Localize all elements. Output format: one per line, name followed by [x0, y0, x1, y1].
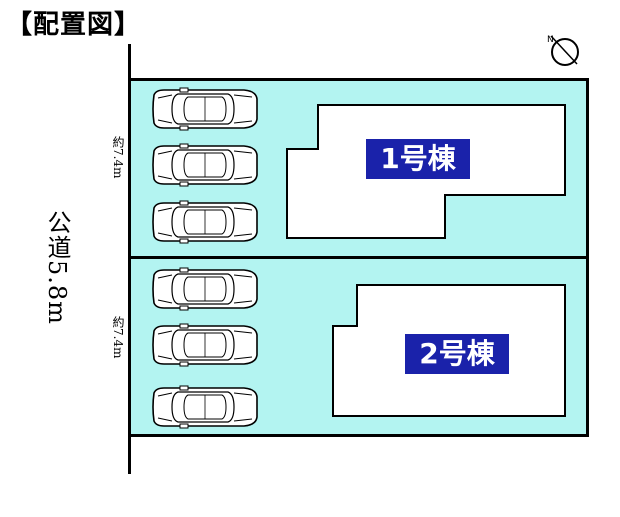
lot1-width-label: 約7.4m — [111, 136, 125, 179]
car-icon — [152, 143, 258, 187]
car-icon — [152, 385, 258, 429]
car-icon — [152, 323, 258, 367]
car-icon — [152, 87, 258, 131]
building-2-label: 2号棟 — [405, 334, 509, 374]
car-icon — [152, 200, 258, 244]
lot2-width-label: 約7.4m — [111, 316, 125, 359]
car-icon — [152, 267, 258, 311]
svg-text:N: N — [547, 35, 554, 45]
page-title: 【配置図】 — [6, 10, 142, 40]
compass-north-icon: N — [547, 35, 579, 66]
building-1-label: 1号棟 — [366, 139, 470, 179]
road-label: 公道5.8m — [43, 210, 71, 325]
